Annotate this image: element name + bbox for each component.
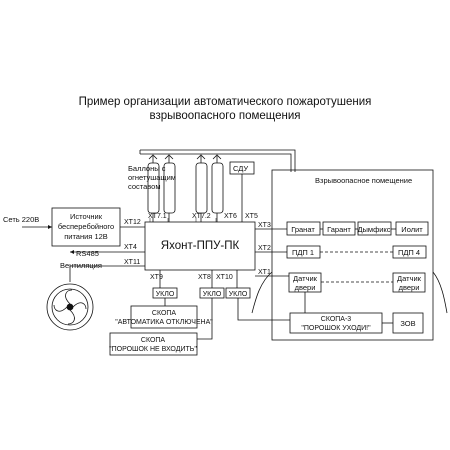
- ups-label-2: бесперебойного: [58, 222, 114, 231]
- cylinders-label-3: составом: [128, 182, 161, 191]
- skopa-automation-off-box: [130, 305, 198, 329]
- cylinders-label-1: Баллоны с: [128, 164, 166, 173]
- uklo-label-1: УКЛО: [156, 291, 175, 298]
- power-input-label: Сеть 220В: [3, 215, 39, 224]
- terminal-xt10: XT10: [216, 274, 233, 281]
- skopa-do-not-enter-box: [109, 332, 198, 356]
- controller-box: [144, 221, 256, 271]
- terminal-xt8: XT8: [198, 274, 211, 281]
- nozzle-spray-left: [251, 271, 273, 314]
- nozzle-spray-right: [432, 271, 448, 314]
- hazard-zone-box: [271, 169, 434, 341]
- detector-dymfiks: [357, 221, 392, 236]
- detector-dymfiks-label: Дымфикс: [357, 225, 390, 234]
- skopa-1-message: "АВТОМАТИКА ОТКЛЮЧЕНА": [115, 319, 213, 326]
- uklo-label-2: УКЛО: [203, 291, 222, 298]
- terminal-xt3: XT3: [258, 222, 271, 229]
- terminal-xt1: XT1: [258, 269, 271, 276]
- terminal-xt5: XT5: [245, 213, 258, 220]
- zone-label: Взрывоопасное помещение: [315, 176, 412, 185]
- door-sensor-2-label-2: двери: [399, 283, 420, 292]
- skopa-3-label: СКОПА-3: [321, 316, 352, 323]
- ventilation-fan-icon: [46, 283, 94, 331]
- rs485-label: RS485: [76, 249, 99, 258]
- sdu-label: СДУ: [233, 164, 248, 173]
- detector-granat-label: Гранат: [291, 225, 315, 234]
- uklo-label-3: УКЛО: [229, 291, 248, 298]
- terminal-xt9: XT9: [150, 274, 163, 281]
- skopa-2-label: СКОПА: [141, 337, 166, 344]
- zov-label: ЗОВ: [400, 319, 415, 328]
- ups-label-1: Источник: [70, 212, 103, 221]
- skopa-3-message: "ПОРОШОК УХОДИ!": [301, 325, 371, 332]
- door-sensor-2-box: [392, 272, 426, 293]
- terminal-xt2: XT2: [258, 245, 271, 252]
- detector-iolit-label: Иолит: [401, 225, 423, 234]
- door-sensor-2-label-1: Датчик: [397, 274, 422, 283]
- terminal-xt11: XT11: [124, 259, 140, 266]
- detector-granat: [286, 221, 321, 236]
- terminal-xt7-1: XT7.1: [148, 213, 167, 220]
- door-sensor-1-label-2: двери: [295, 283, 316, 292]
- ups-label-3: питания 12В: [64, 232, 108, 241]
- skopa-2-message: "ПОРОШОК НЕ ВХОДИТЬ": [109, 346, 197, 353]
- pdp-4-label: ПДП 4: [398, 248, 420, 257]
- controller-label: Яхонт-ППУ-ПК: [161, 240, 240, 252]
- diagram-title-line-2: взрывоопасного помещения: [149, 110, 301, 122]
- terminal-xt4: XT4: [124, 244, 137, 251]
- pdp-1-label: ПДП 1: [292, 248, 314, 257]
- terminal-xt7-2: XT7.2: [192, 213, 211, 220]
- terminal-xt6: XT6: [224, 213, 237, 220]
- detector-garant-label: Гарант: [327, 225, 351, 234]
- discharge-pipe: [139, 149, 296, 172]
- extinguisher-cylinders: [147, 154, 224, 222]
- diagram-title-line-1: Пример организации автоматического пожар…: [78, 96, 372, 108]
- cylinders-label-2: огнетушащим: [128, 173, 176, 182]
- terminal-xt12: XT12: [124, 219, 141, 226]
- door-sensor-1-label-1: Датчик: [293, 274, 318, 283]
- ventilation-label: Вентиляция: [60, 261, 102, 270]
- detector-garant: [322, 221, 356, 236]
- detector-iolit: [395, 221, 429, 236]
- skopa-1-label: СКОПА: [152, 310, 177, 317]
